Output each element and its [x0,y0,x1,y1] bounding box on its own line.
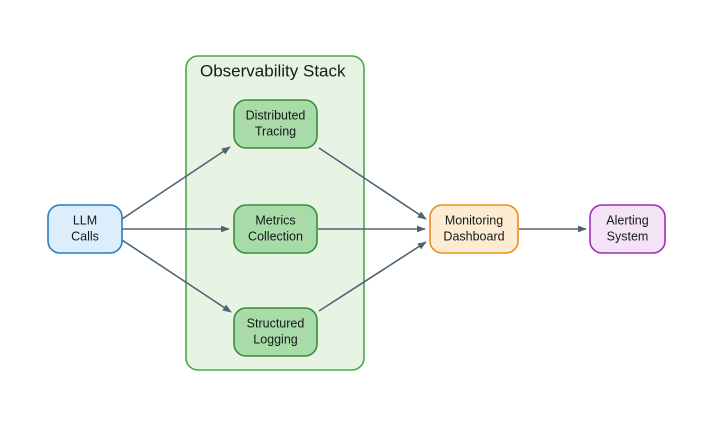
node-distributed-tracing-label-line2: Tracing [255,124,296,138]
edge-llm-to-tracing [121,146,231,220]
node-metrics-collection-box[interactable] [233,204,318,254]
node-distributed-tracing[interactable]: Distributed Tracing [233,99,318,149]
node-alerting-system-label-line1: Alerting [606,213,648,227]
node-structured-logging[interactable]: Structured Logging [233,307,318,357]
node-monitoring-dashboard-label-line1: Monitoring [445,213,503,227]
node-structured-logging-label-line1: Structured [247,316,305,330]
node-distributed-tracing-box[interactable] [233,99,318,149]
edge-logging-to-dashboard [318,241,427,312]
node-alerting-system-box[interactable] [589,204,666,254]
node-llm-calls-label-line1: LLM [73,213,97,227]
edge-llm-to-logging [121,239,232,313]
node-structured-logging-box[interactable] [233,307,318,357]
node-layer: LLM Calls Distributed Tracing Metrics Co… [47,99,666,357]
node-alerting-system-label-line2: System [607,229,649,243]
node-structured-logging-label-line2: Logging [253,332,298,346]
cluster-title: Observability Stack [200,61,346,80]
node-llm-calls-box[interactable] [47,204,123,254]
node-distributed-tracing-label-line1: Distributed [246,108,306,122]
node-metrics-collection-label-line1: Metrics [255,213,295,227]
node-monitoring-dashboard-box[interactable] [429,204,519,254]
node-llm-calls[interactable]: LLM Calls [47,204,123,254]
node-metrics-collection-label-line2: Collection [248,229,303,243]
node-metrics-collection[interactable]: Metrics Collection [233,204,318,254]
node-llm-calls-label-line2: Calls [71,229,99,243]
node-monitoring-dashboard[interactable]: Monitoring Dashboard [429,204,519,254]
edge-tracing-to-dashboard [318,147,427,220]
edge-layer [121,146,587,313]
node-alerting-system[interactable]: Alerting System [589,204,666,254]
node-monitoring-dashboard-label-line2: Dashboard [443,229,504,243]
